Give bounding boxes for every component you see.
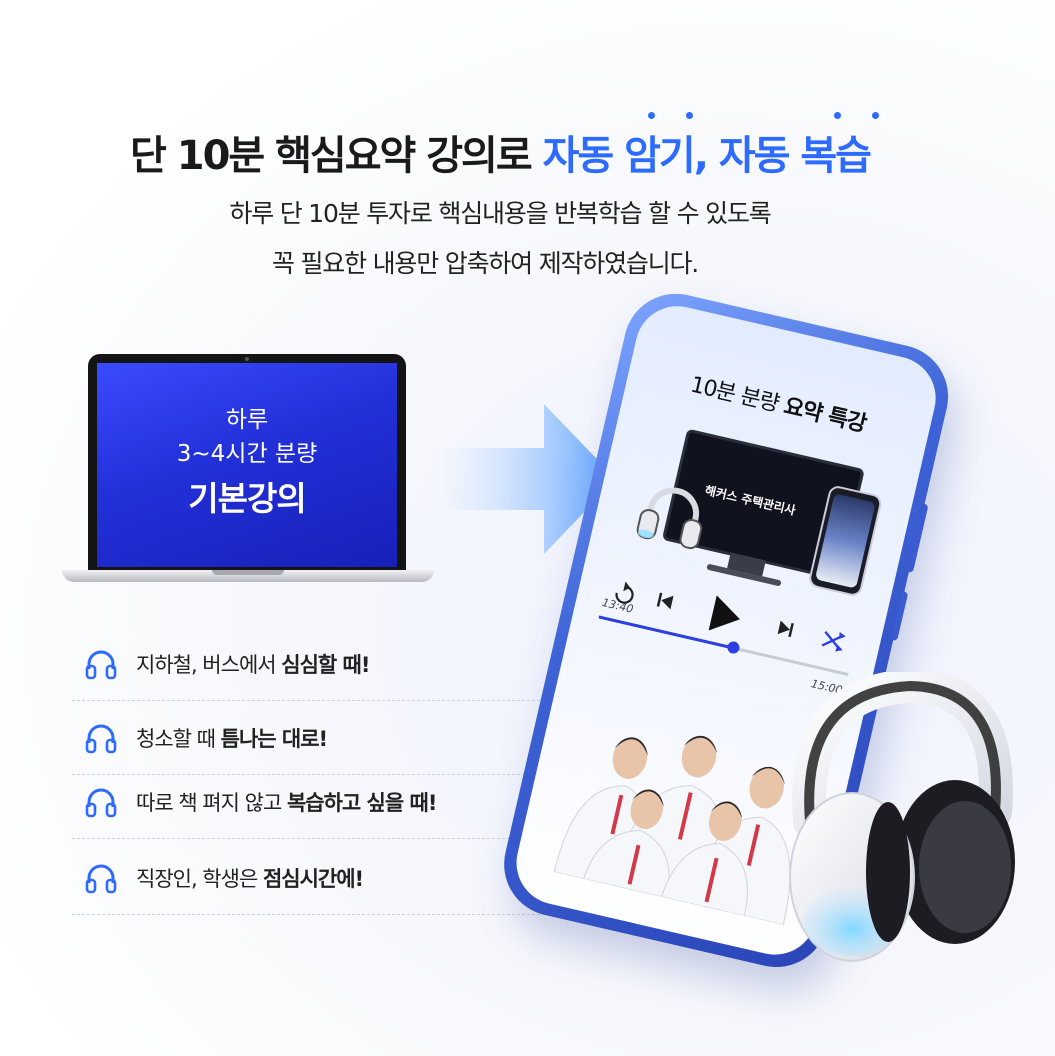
headphones-icon [636,487,703,550]
laptop-line-3: 기본강의 [188,479,306,518]
list-item: 직장인, 학생은 점심시간에! [72,842,550,915]
play-icon[interactable] [708,595,744,636]
previous-icon[interactable] [656,592,674,610]
emphasis-dot [872,112,879,119]
list-item: 따로 책 펴지 않고 복습하고 싶을 때! [72,766,550,839]
list-item-text: 따로 책 펴지 않고 복습하고 싶을 때! [136,791,437,815]
list-item-text: 지하철, 버스에서 심심할 때! [136,653,370,677]
player-controls [615,580,847,653]
list-item-text: 직장인, 학생은 점심시간에! [136,867,364,891]
emphasis-dot [648,112,655,119]
laptop-notch [212,570,284,575]
replay-icon[interactable] [615,580,635,604]
arrow-right-icon [436,404,616,554]
headphones-icon [85,864,117,894]
monitor-brand-text: 해커스 주택관리사 [703,483,797,518]
subtitle-line-1: 하루 단 10분 투자로 핵심내용을 반복학습 할 수 있도록 [229,199,771,228]
list-item: 지하철, 버스에서 심심할 때! [72,628,550,701]
subtitle-line-2: 꼭 필요한 내용만 압축하여 제작하였습니다. [271,249,699,278]
laptop-line-2: 3~4시간 분량 [176,441,318,467]
phone-title: 10분 분량 요약 특강 [687,372,869,438]
laptop-line-1: 하루 [225,407,269,433]
laptop-camera [245,357,249,361]
list-item-text: 청소할 때 틈나는 대로! [136,727,328,751]
instructors-photo [553,735,791,926]
page-title: 단 10분 핵심요약 강의로 자동 암기, 자동 복습 [130,133,872,179]
next-icon[interactable] [777,620,794,638]
phone-mockup: 10분 분량 요약 특강 해커스 주택관리사 [493,283,1007,992]
emphasis-dot [834,112,841,119]
shuffle-icon[interactable] [821,629,847,653]
phone-screen: 10분 분량 요약 특강 해커스 주택관리사 [508,297,945,964]
laptop-display: 하루 3~4시간 분량 기본강의 [97,363,397,567]
emphasis-dot [686,112,693,119]
headphones-icon [789,672,1015,962]
headphones-icon [85,724,117,754]
list-item: 청소할 때 틈나는 대로! [72,702,550,775]
headphones-icon [85,650,117,680]
headphones-icon [85,788,117,818]
laptop-base [62,570,434,582]
